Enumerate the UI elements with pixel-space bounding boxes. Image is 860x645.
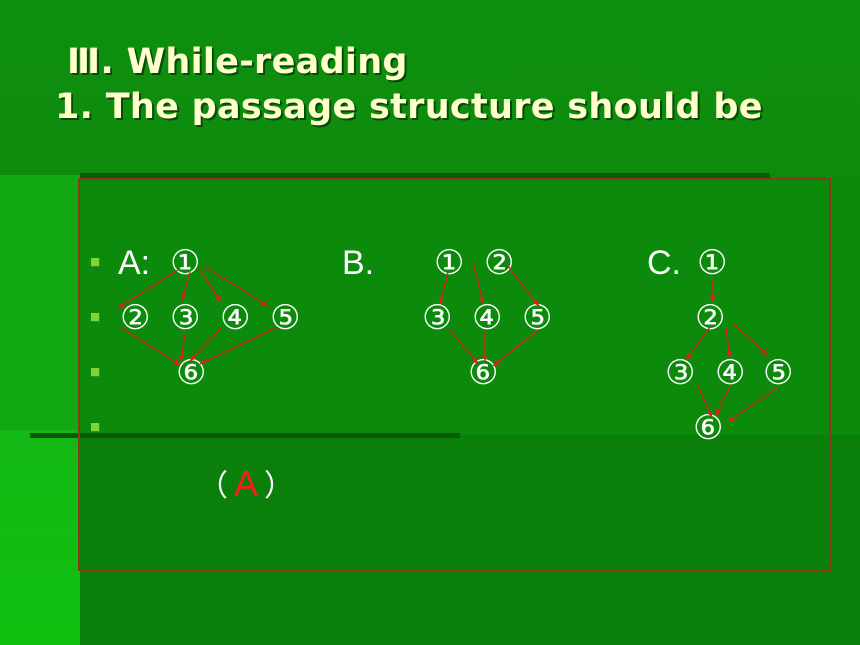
background-top <box>0 0 860 175</box>
arrow-c-4-6 <box>715 385 731 417</box>
answer-open-paren: （ <box>198 469 228 504</box>
bullet-icon <box>91 368 100 377</box>
divider-line-top <box>80 173 770 178</box>
arrow-a-2-6 <box>119 326 181 366</box>
content-frame <box>78 178 831 571</box>
arrow-c-3-6 <box>697 385 713 418</box>
option-b-node-1: ① <box>434 243 465 283</box>
arrow-a-1-4 <box>199 269 222 303</box>
arrow-b-3-6 <box>449 329 479 365</box>
bullet-icon <box>91 423 100 432</box>
arrow-c-2-3 <box>685 326 711 361</box>
arrow-c-2-5 <box>733 323 768 356</box>
background-lower-panel <box>30 435 860 645</box>
option-b-node-3: ③ <box>422 298 453 338</box>
option-c-label: C. <box>647 244 681 282</box>
bullet-icon <box>91 258 100 267</box>
arrow-c-5-6 <box>727 386 779 423</box>
arrow-b-5-6 <box>492 329 539 367</box>
title-line-2: 1. The passage structure should be <box>55 87 763 127</box>
background-left-block <box>0 430 80 645</box>
option-a-node-3: ③ <box>170 298 201 338</box>
option-a-node-5: ⑤ <box>270 298 301 338</box>
arrow-b-1-4 <box>472 261 485 304</box>
option-c-node-5: ⑤ <box>763 353 794 393</box>
option-c-node-2: ② <box>695 298 726 338</box>
answer-close-paren: ） <box>264 469 295 504</box>
title-line-1: Ⅲ. While-reading <box>67 42 408 82</box>
bullet-icon <box>91 313 100 322</box>
arrow-a-1-2 <box>117 269 179 309</box>
arrow-c-2-4 <box>725 327 733 359</box>
option-c-node-4: ④ <box>715 353 746 393</box>
option-a-label: A: <box>118 244 151 282</box>
slide-title: Ⅲ. While-reading 1. The passage structur… <box>55 40 763 130</box>
option-a-node-1: ① <box>170 243 201 283</box>
option-b-node-2: ② <box>484 243 515 283</box>
option-b-node-4: ④ <box>472 298 503 338</box>
divider-line-middle <box>30 433 460 438</box>
answer-line: （A） <box>198 464 294 507</box>
option-a-node-4: ④ <box>220 298 251 338</box>
arrow-b-2-5 <box>507 265 540 307</box>
background-left-band <box>0 175 80 435</box>
arrow-a-5-6 <box>199 327 276 365</box>
option-b-node-5: ⑤ <box>522 298 553 338</box>
option-c-node-1: ① <box>697 243 728 283</box>
arrow-b-1-3 <box>438 271 449 305</box>
answer-letter: A <box>234 463 259 504</box>
option-a-node-2: ② <box>120 298 151 338</box>
option-c-node-3: ③ <box>665 353 696 393</box>
option-b-label: B. <box>342 244 375 282</box>
arrow-a-1-3 <box>180 271 191 301</box>
arrow-a-1-5 <box>203 265 269 307</box>
arrow-a-4-6 <box>189 326 223 362</box>
arrow-a-3-6 <box>178 328 187 362</box>
